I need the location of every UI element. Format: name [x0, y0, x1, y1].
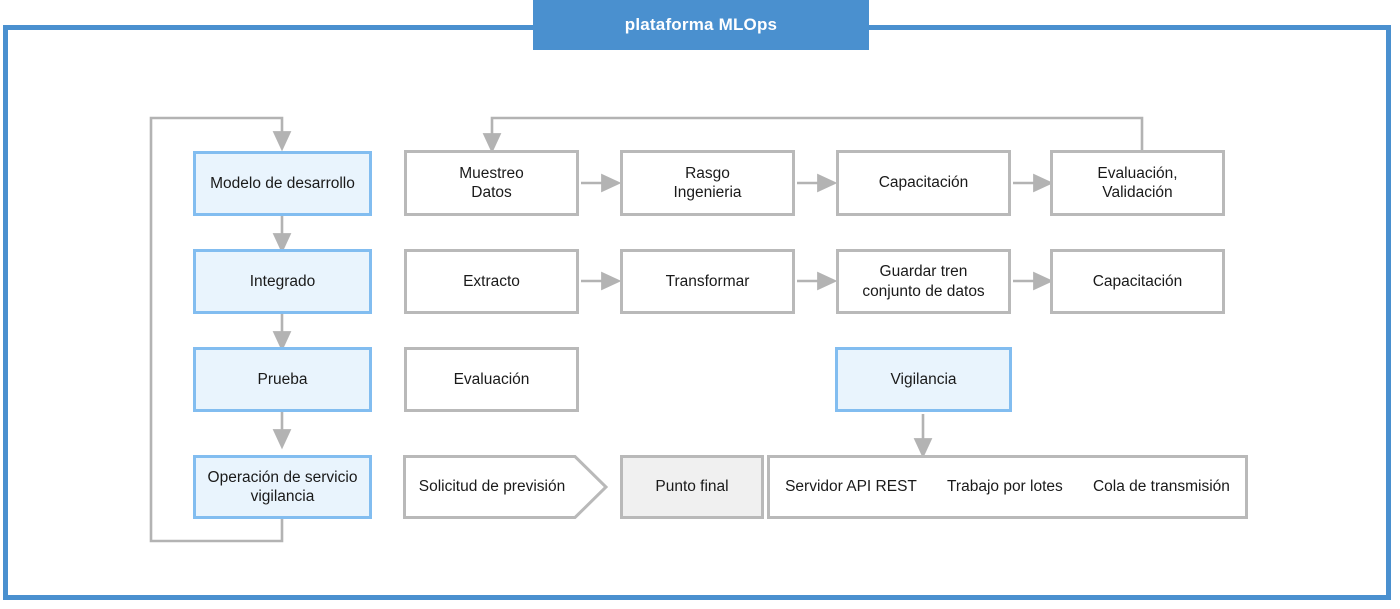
serving-target-batch-job[interactable]: Trabajo por lotes: [947, 478, 1063, 495]
node-label: Integrado: [249, 272, 316, 290]
node-label: Solicitud de previsión: [418, 478, 566, 495]
platform-title-tab: plataforma MLOps: [533, 0, 869, 50]
node-modelo-de-desarrollo[interactable]: Modelo de desarrollo: [193, 151, 372, 216]
node-label: Capacitación: [878, 174, 969, 192]
node-label: Vigilancia: [890, 370, 957, 388]
node-guardar-tren-conjunto-de-datos[interactable]: Guardar tren conjunto de datos: [836, 249, 1011, 314]
node-muestreo-datos[interactable]: Muestreo Datos: [404, 150, 579, 216]
chevron-shape-icon: [403, 455, 609, 519]
node-capacitacion-row2[interactable]: Capacitación: [1050, 249, 1225, 314]
serving-target-stream-queue[interactable]: Cola de transmisión: [1092, 478, 1230, 495]
node-label: Capacitación: [1092, 272, 1183, 290]
node-vigilancia[interactable]: Vigilancia: [835, 347, 1012, 412]
serving-targets-container: Servidor API REST Trabajo por lotes Cola…: [767, 455, 1248, 519]
node-label: Operación de servicio vigilancia: [207, 468, 358, 505]
node-solicitud-de-prevision[interactable]: Solicitud de previsión: [403, 455, 609, 519]
node-punto-final[interactable]: Punto final: [620, 455, 764, 519]
node-label: Modelo de desarrollo: [210, 174, 355, 192]
node-label: Evaluación, Validación: [1097, 164, 1178, 201]
node-label: Muestreo Datos: [459, 164, 524, 201]
node-label: Extracto: [463, 272, 520, 290]
node-label: Transformar: [665, 272, 750, 290]
node-label: Guardar tren conjunto de datos: [862, 263, 985, 300]
node-label: Evaluación: [453, 370, 530, 388]
node-label: Punto final: [655, 478, 729, 496]
node-label: Rasgo Ingenieria: [673, 164, 742, 201]
node-extracto[interactable]: Extracto: [404, 249, 579, 314]
serving-target-rest-api[interactable]: Servidor API REST: [785, 478, 917, 495]
node-transformar[interactable]: Transformar: [620, 249, 795, 314]
node-evaluacion[interactable]: Evaluación: [404, 347, 579, 412]
node-operacion-de-servicio-vigilancia[interactable]: Operación de servicio vigilancia: [193, 455, 372, 519]
node-rasgo-ingenieria[interactable]: Rasgo Ingenieria: [620, 150, 795, 216]
node-evaluacion-validacion[interactable]: Evaluación, Validación: [1050, 150, 1225, 216]
node-label: Prueba: [257, 370, 308, 388]
node-capacitacion-row1[interactable]: Capacitación: [836, 150, 1011, 216]
node-integrado[interactable]: Integrado: [193, 249, 372, 314]
page-title: plataforma MLOps: [624, 15, 778, 34]
node-prueba[interactable]: Prueba: [193, 347, 372, 412]
